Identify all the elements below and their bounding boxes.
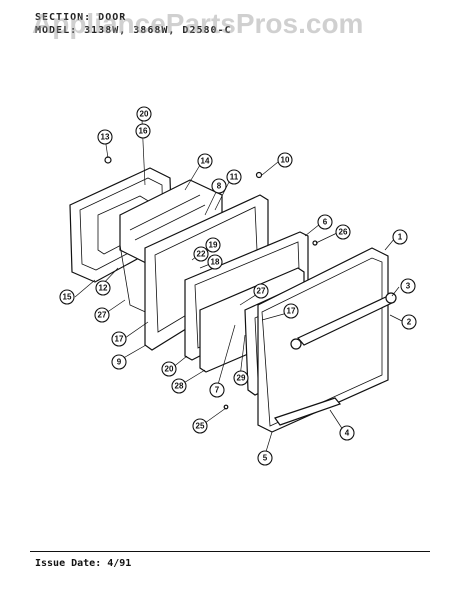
svg-text:28: 28 (175, 382, 184, 391)
callout-6: 6 (317, 214, 333, 230)
svg-text:10: 10 (281, 156, 290, 165)
callout-22: 19 (205, 237, 221, 253)
model-label: MODEL: 3138W, 3868W, D2580-C (35, 25, 232, 36)
callout-29: 29 (233, 370, 249, 386)
callout-4: 4 (339, 425, 355, 441)
svg-text:17: 17 (287, 307, 296, 316)
svg-text:22: 22 (197, 250, 206, 259)
callout-19: 17 (283, 303, 299, 319)
svg-text:20: 20 (140, 110, 149, 119)
svg-text:14: 14 (201, 157, 210, 166)
callout-20: 20 (136, 106, 152, 122)
callout-1: 1 (392, 229, 408, 245)
callout-5: 5 (257, 450, 273, 466)
svg-text:29: 29 (237, 374, 246, 383)
svg-text:27: 27 (98, 311, 107, 320)
callout-2: 2 (401, 314, 417, 330)
callout-14: 14 (197, 153, 213, 169)
svg-text:8: 8 (217, 182, 222, 191)
hardware-parts (104, 156, 318, 410)
callout-27: 27 (253, 283, 269, 299)
callout-10: 10 (277, 152, 293, 168)
svg-text:11: 11 (230, 173, 239, 182)
callout-9: 9 (111, 354, 127, 370)
svg-text:18: 18 (211, 258, 220, 267)
svg-text:9: 9 (117, 358, 122, 367)
callout-21-leader: 27 (94, 307, 110, 323)
svg-text:25: 25 (196, 422, 205, 431)
svg-text:27: 27 (257, 287, 266, 296)
svg-text:1: 1 (398, 233, 403, 242)
callout-3: 3 (400, 278, 416, 294)
callout-26: 26 (335, 224, 351, 240)
callout-28: 28 (171, 378, 187, 394)
kick-plate-part (274, 397, 342, 426)
svg-text:3: 3 (406, 282, 411, 291)
door-handle-part (290, 292, 397, 350)
svg-text:13: 13 (101, 133, 110, 142)
svg-text:7: 7 (215, 386, 220, 395)
issue-date: Issue Date: 4/91 (35, 558, 132, 569)
callout-7: 7 (209, 382, 225, 398)
callout-17: 17 (111, 331, 127, 347)
callout-8: 8 (211, 178, 227, 194)
svg-text:15: 15 (63, 293, 72, 302)
section-label: SECTION: DOOR (35, 12, 127, 23)
svg-text:5: 5 (263, 454, 268, 463)
svg-text:12: 12 (99, 284, 108, 293)
footer-divider (30, 551, 430, 552)
svg-text:20: 20 (165, 365, 174, 374)
outer-door-panel-part (257, 247, 389, 433)
callout-16: 16 (135, 123, 151, 139)
svg-text:4: 4 (345, 429, 350, 438)
svg-text:2: 2 (407, 318, 412, 327)
svg-text:26: 26 (339, 228, 348, 237)
svg-text:16: 16 (139, 127, 148, 136)
svg-text:19: 19 (209, 241, 218, 250)
callout-25: 25 (192, 418, 208, 434)
callout-15: 15 (59, 289, 75, 305)
svg-text:6: 6 (323, 218, 328, 227)
callout-11: 11 (226, 169, 242, 185)
callout-18: 18 (207, 254, 223, 270)
callout-13: 13 (97, 129, 113, 145)
callout-24: 22 (193, 246, 209, 262)
callout-23: 20 (161, 361, 177, 377)
svg-text:17: 17 (115, 335, 124, 344)
callout-12: 12 (95, 280, 111, 296)
watermark: AppliancePartsPros.com (32, 8, 364, 39)
